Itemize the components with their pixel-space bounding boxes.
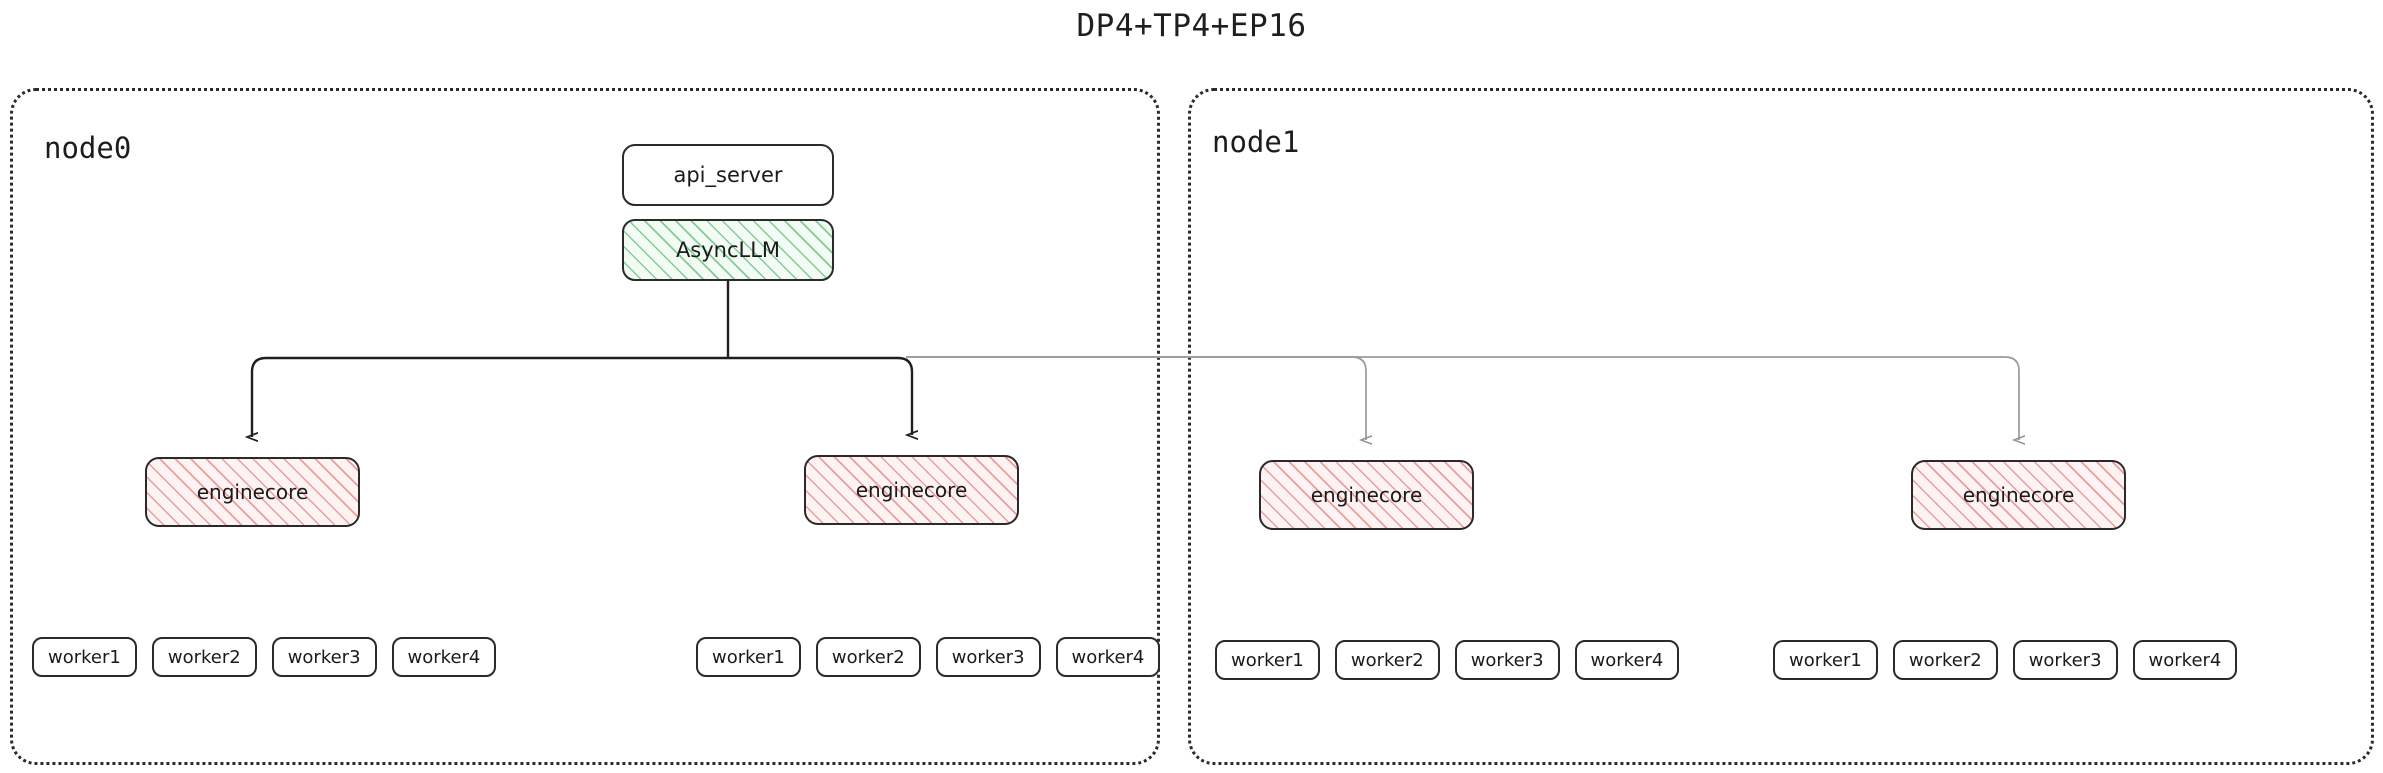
api-server-box[interactable]: api_server bbox=[622, 144, 834, 206]
node-label-node0: node0 bbox=[44, 131, 132, 165]
worker-box[interactable]: worker3 bbox=[271, 637, 377, 677]
worker-box[interactable]: worker1 bbox=[1215, 640, 1320, 680]
worker-box[interactable]: worker1 bbox=[696, 637, 801, 677]
enginecore-box[interactable]: enginecore bbox=[804, 455, 1019, 525]
enginecore-box[interactable]: enginecore bbox=[1911, 460, 2126, 530]
worker-box[interactable]: worker1 bbox=[32, 637, 137, 677]
page-title: DP4+TP4+EP16 bbox=[1076, 8, 1307, 44]
worker-box[interactable]: worker3 bbox=[935, 637, 1041, 677]
worker-box[interactable]: worker1 bbox=[1773, 640, 1878, 680]
worker-box[interactable]: worker2 bbox=[1892, 640, 1998, 680]
worker-box[interactable]: worker2 bbox=[1334, 640, 1440, 680]
enginecore-box[interactable]: enginecore bbox=[145, 457, 360, 527]
worker-box[interactable]: worker4 bbox=[391, 637, 497, 677]
worker-box[interactable]: worker3 bbox=[1454, 640, 1560, 680]
worker-group: worker1 worker2 worker3 worker4 bbox=[1773, 640, 2238, 680]
asyncllm-box[interactable]: AsyncLLM bbox=[622, 219, 834, 281]
worker-box[interactable]: worker2 bbox=[151, 637, 257, 677]
worker-box[interactable]: worker4 bbox=[1574, 640, 1680, 680]
enginecore-box[interactable]: enginecore bbox=[1259, 460, 1474, 530]
worker-box[interactable]: worker4 bbox=[2132, 640, 2238, 680]
worker-box[interactable]: worker4 bbox=[1055, 637, 1161, 677]
worker-group: worker1 worker2 worker3 worker4 bbox=[696, 637, 1161, 677]
worker-group: worker1 worker2 worker3 worker4 bbox=[32, 637, 497, 677]
worker-box[interactable]: worker2 bbox=[815, 637, 921, 677]
worker-group: worker1 worker2 worker3 worker4 bbox=[1215, 640, 1680, 680]
node-label-node1: node1 bbox=[1212, 125, 1300, 159]
worker-box[interactable]: worker3 bbox=[2012, 640, 2118, 680]
